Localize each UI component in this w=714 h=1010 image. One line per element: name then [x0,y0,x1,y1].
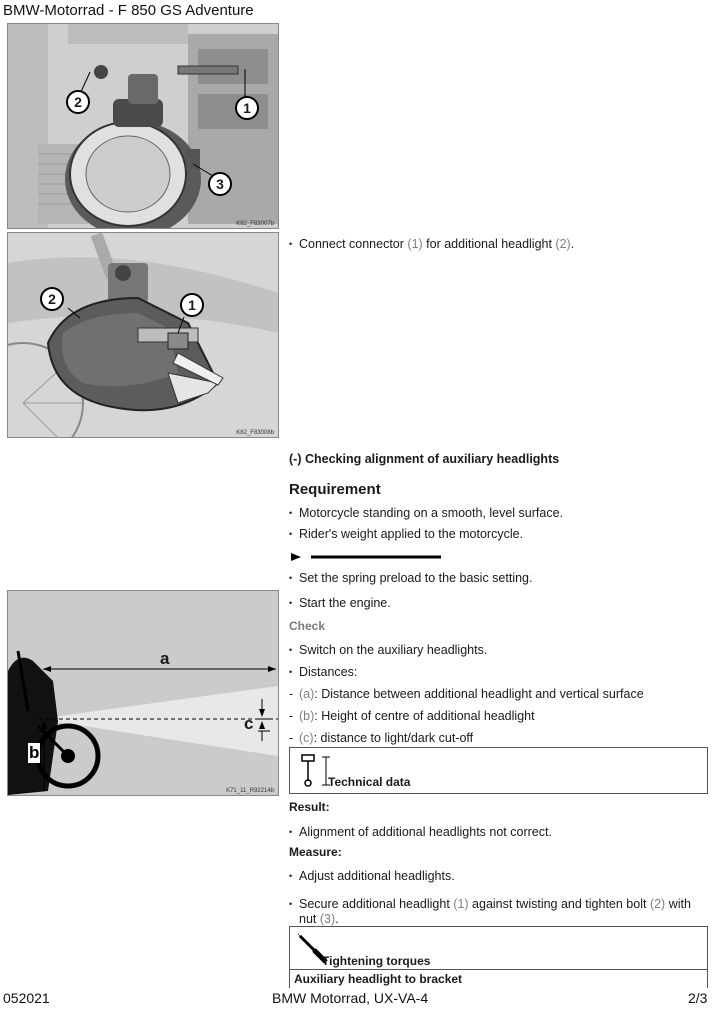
headlight-mounting-illustration [8,24,278,228]
check-item: Switch on the auxiliary headlights. [289,643,487,658]
result-item: Alignment of additional headlights not c… [289,825,552,840]
measure-item-secure: Secure additional headlight (1) against … [289,897,704,927]
dimension-label-c: c [244,714,254,733]
prep-item: Start the engine. [289,596,391,611]
footer-page-number: 2/3 [688,990,708,1006]
step-connect-connector: Connect connector (1) for additional hea… [289,237,709,252]
arrow-marker-icon [291,553,441,561]
figure-code: K82_F83007b [236,221,274,227]
figure-code: K82_F83008b [236,430,274,436]
callout-2: 2 [40,287,64,311]
torque-table-row: Auxiliary headlight to bracket [289,969,708,988]
technical-data-label: Technical data [328,775,411,789]
callout-3: 3 [208,172,232,196]
callout-1: 1 [235,96,259,120]
torque-row-label: Auxiliary headlight to bracket [294,972,463,986]
measure-item: Adjust additional headlights. [289,869,455,884]
tightening-torques-label: Tightening torques [322,954,431,968]
connector-illustration [8,233,278,437]
alignment-illustration [8,591,278,795]
dimension-label-a: a [160,649,170,668]
section-title: (-) Checking alignment of auxiliary head… [289,452,560,466]
distance-item-c: (c): distance to light/dark cut-off [289,731,473,746]
requirement-heading: Requirement [289,481,381,498]
figure-alignment-diagram: a b c K71_11_R92214b [7,590,279,796]
footer-center: BMW Motorrad, UX-VA-4 [272,990,429,1006]
dimension-label-b: b [28,743,41,763]
figure-code: K71_11_R92214b [226,788,274,794]
torque-wrench-icon [297,933,328,964]
requirement-item: Motorcycle standing on a smooth, level s… [289,506,563,521]
prep-item: Set the spring preload to the basic sett… [289,571,533,586]
check-heading: Check [289,619,326,633]
check-item: Distances: [289,665,357,680]
distance-item-a: (a): Distance between additional headlig… [289,687,644,702]
footer-date: 052021 [3,990,50,1006]
callout-2: 2 [66,90,90,114]
distance-item-b: (b): Height of centre of additional head… [289,709,535,724]
measure-heading: Measure: [289,845,342,859]
result-heading: Result: [289,800,330,814]
document-title: BMW-Motorrad - F 850 GS Adventure [3,2,254,19]
callout-1: 1 [180,293,204,317]
end-of-requirement-marker [291,548,441,561]
requirement-item: Rider's weight applied to the motorcycle… [289,527,523,542]
tightening-torques-box: Tightening torques [289,926,708,972]
figure-connector: 1 2 K82_F83008b [7,232,279,438]
figure-headlight-mounting: 1 2 3 K82_F83007b [7,23,279,229]
caliper-icon [301,754,330,787]
technical-data-box: Technical data [289,747,708,794]
